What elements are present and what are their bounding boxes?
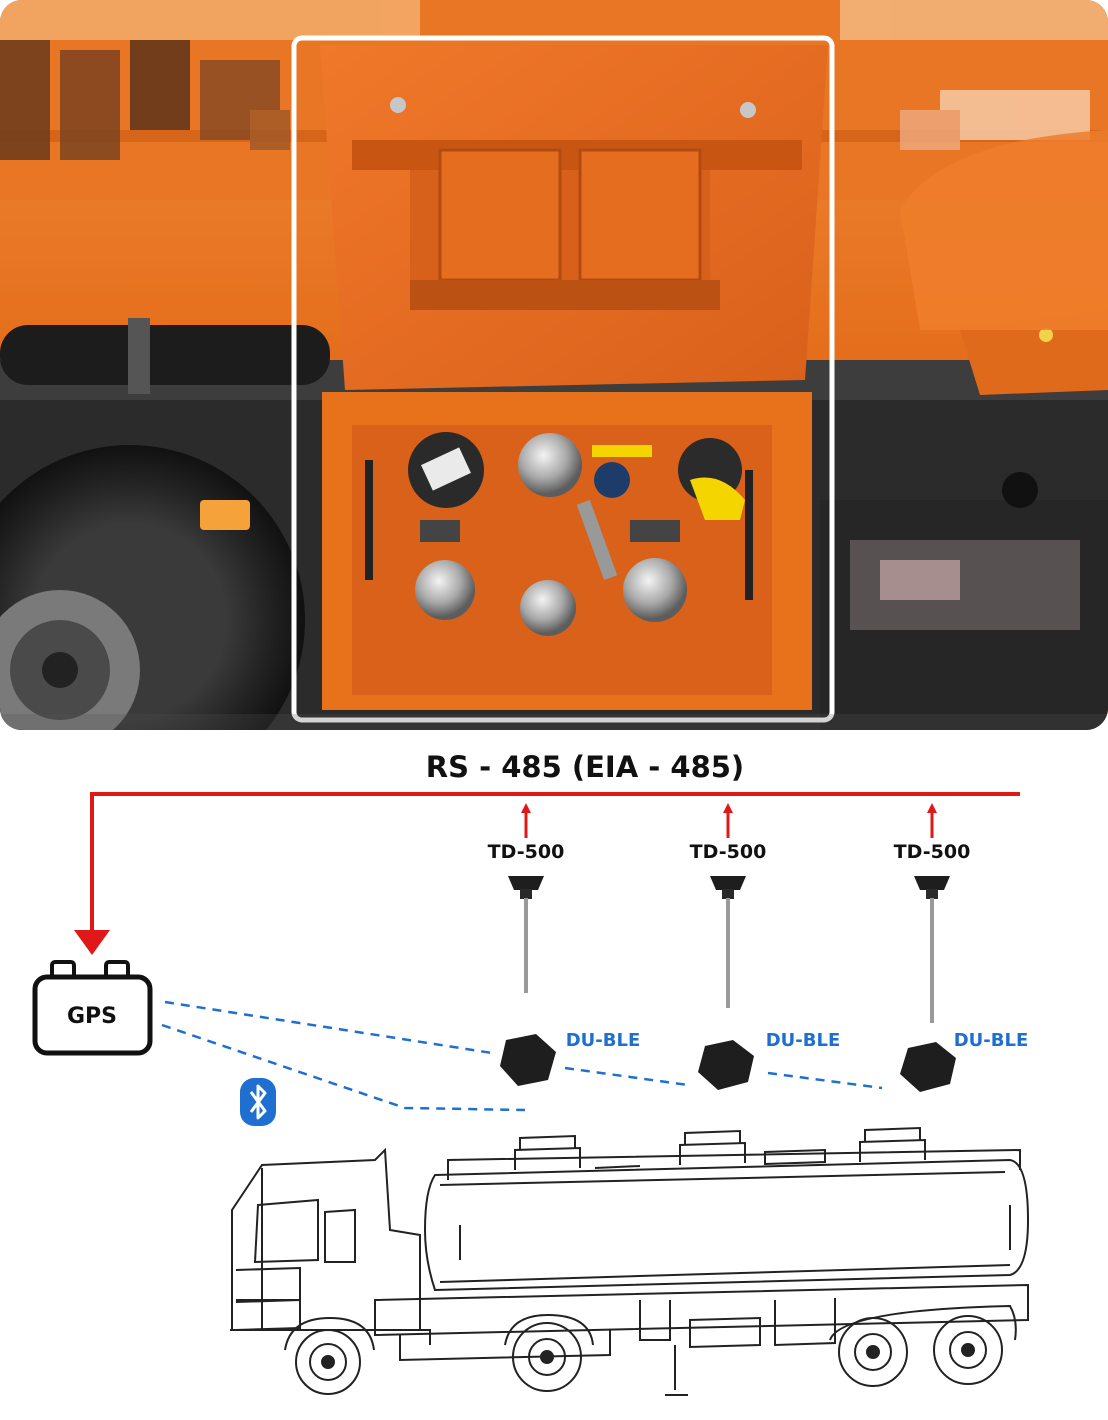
sensor-group-2: TD-500 DU-BLE: [690, 803, 841, 1090]
du-ble-device: [500, 1034, 556, 1086]
tanker-photo: [0, 0, 1108, 730]
td500-label: TD-500: [690, 841, 767, 863]
valve-assembly: [365, 432, 753, 636]
du-ble-device: [900, 1042, 956, 1092]
du-ble-label: DU-BLE: [766, 1030, 841, 1051]
sensor-group-1: TD-500 DU-BLE: [488, 803, 641, 1086]
gps-unit: GPS: [32, 960, 153, 1056]
td500-probe: [508, 876, 544, 993]
td500-label: TD-500: [894, 841, 971, 863]
bluetooth-icon: [240, 1078, 276, 1126]
du-ble-label: DU-BLE: [566, 1030, 641, 1051]
du-ble-device: [698, 1040, 754, 1090]
rs485-bus-line: [90, 792, 1020, 935]
td500-probe: [710, 876, 746, 1008]
td500-label: TD-500: [488, 841, 565, 863]
bluetooth-links: [161, 1000, 883, 1112]
blurred-logo: [0, 0, 1108, 160]
tanker-truck-drawing: [230, 1126, 1030, 1396]
du-ble-label: DU-BLE: [954, 1030, 1029, 1051]
sensor-group-3: TD-500 DU-BLE: [894, 803, 1029, 1092]
td500-probe: [914, 876, 950, 1023]
bus-label: RS - 485 (EIA - 485): [426, 750, 744, 784]
bus-arrow-to-gps: [74, 930, 110, 955]
gps-label: GPS: [67, 1004, 117, 1029]
